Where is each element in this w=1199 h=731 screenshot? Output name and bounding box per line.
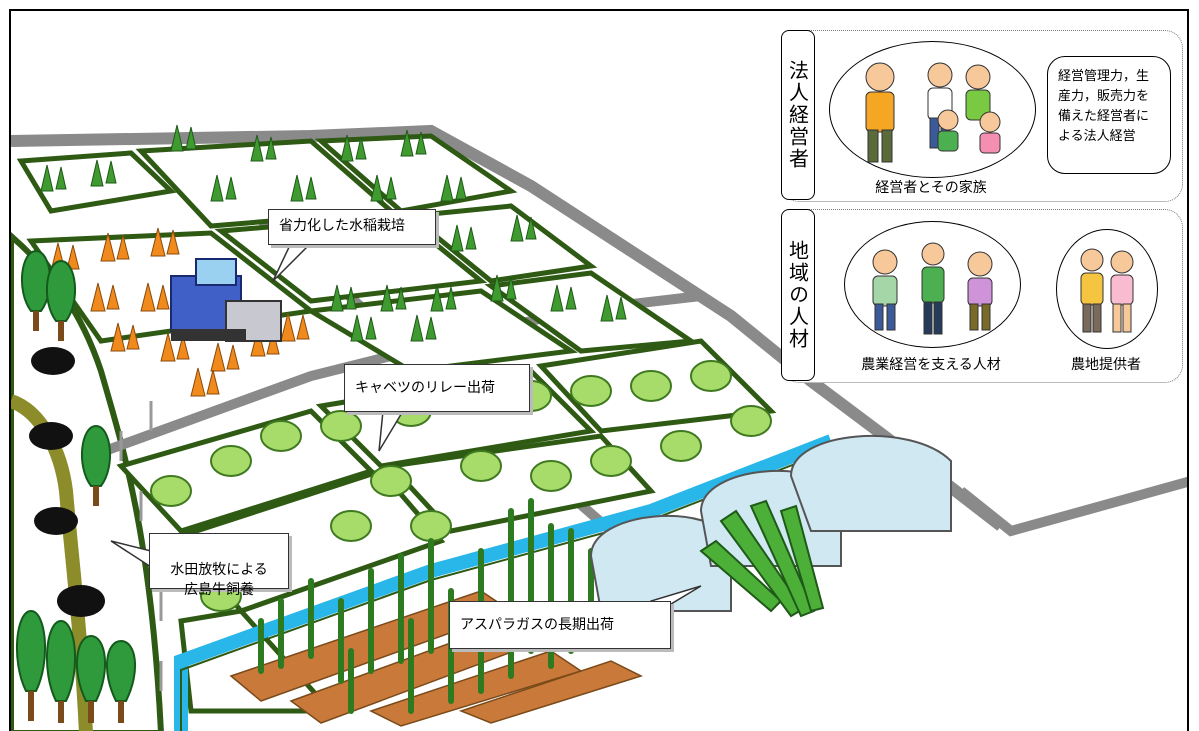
- person-icon: [979, 111, 1001, 154]
- person-icon: [937, 109, 959, 152]
- landowners-oval: [1056, 229, 1158, 349]
- person-icon: [967, 251, 993, 331]
- supporters-illustration: [872, 242, 993, 335]
- person-icon: [965, 64, 991, 121]
- cabbages: [150, 360, 772, 612]
- callout-cattle-grazing: 水田放牧による 広島牛飼養: [149, 533, 289, 598]
- family-illustration: [865, 62, 1001, 163]
- family-oval: [829, 41, 1036, 178]
- family-caption: 経営者とその家族: [875, 180, 987, 196]
- cattle-icon: [29, 347, 105, 617]
- person-icon: [865, 62, 895, 163]
- callout-cattle-text: 水田放牧による 広島牛飼養: [170, 562, 268, 598]
- corporate-manager-label: 法人経営者: [781, 30, 815, 200]
- landowners-caption: 農地提供者: [1071, 357, 1141, 373]
- callout-asparagus-shipping: アスパラガスの長期出荷: [449, 601, 671, 649]
- supporters-oval: [844, 221, 1021, 348]
- local-talent-label: 地域の人材: [781, 209, 815, 381]
- landowners-illustration: [1080, 248, 1134, 333]
- tree-icon: [15, 249, 137, 723]
- supporters-caption: 農業経営を支える人材: [861, 357, 1001, 373]
- farm-scene: [11, 124, 1187, 731]
- person-icon: [921, 242, 945, 335]
- fence: [119, 401, 163, 691]
- person-icon: [1080, 248, 1104, 333]
- combine-harvester-icon: [170, 258, 282, 342]
- callout-rice-text: 省力化した水稲栽培: [279, 218, 405, 234]
- road-right: [957, 476, 1187, 537]
- callout-cabbage-shipping: キャベツのリレー出荷: [344, 364, 530, 412]
- callout-rice-cultivation: 省力化した水稲栽培: [268, 209, 436, 245]
- callout-asparagus-text: アスパラガスの長期出荷: [460, 617, 614, 633]
- rice-plants: [40, 124, 627, 342]
- person-icon: [1110, 250, 1134, 333]
- callout-cabbage-text: キャベツのリレー出荷: [355, 380, 495, 396]
- person-icon: [872, 249, 898, 331]
- asparagus-bundle: [699, 499, 825, 618]
- road-top: [11, 124, 1005, 531]
- diagram-frame: 省力化した水稲栽培 キャベツのリレー出荷 水田放牧による 広島牛飼養 アスパラガ…: [9, 9, 1189, 731]
- corporate-description: 経営管理力，生産力，販売力を備えた経営者による法人経営: [1047, 56, 1171, 174]
